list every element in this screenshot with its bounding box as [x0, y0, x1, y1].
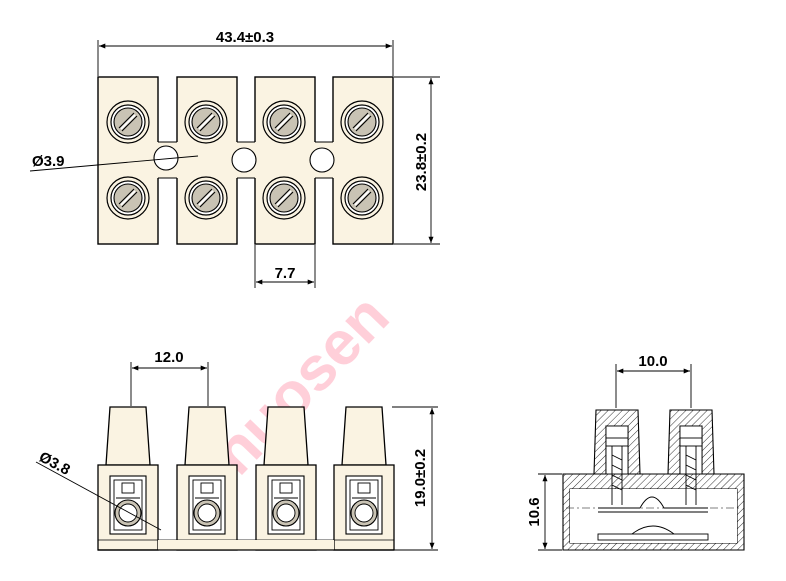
dim-hole-diameter: Ø3.9 — [32, 153, 65, 170]
screw-head-4 — [340, 100, 384, 144]
mounting-hole-2 — [231, 147, 257, 173]
screw-head-7 — [262, 176, 306, 220]
front-block-1 — [97, 406, 159, 551]
side-screw-left — [605, 437, 629, 505]
dim-wire-entry: Ø3.8 — [36, 449, 73, 479]
top-view — [97, 76, 394, 245]
dim-overall-height: 23.8±0.2 — [413, 133, 430, 191]
top-view-dimensions: 43.4±0.3 23.8±0.2 Ø3.9 7.7 — [29, 29, 440, 288]
mounting-hole-3 — [309, 147, 335, 173]
side-view — [562, 409, 745, 551]
side-clamp-spring — [631, 525, 675, 535]
front-block-group — [97, 406, 395, 551]
dim-pitch: 7.7 — [275, 265, 296, 282]
dim-front-pitch: 12.0 — [154, 349, 183, 366]
screw-head-3 — [262, 100, 306, 144]
front-block-4 — [333, 406, 395, 551]
screw-head-5 — [106, 176, 150, 220]
screw-head-8 — [340, 176, 384, 220]
side-screw-right — [679, 437, 703, 505]
dim-overall-width: 43.4±0.3 — [216, 29, 274, 46]
screw-head-2 — [184, 100, 228, 144]
front-block-2 — [176, 406, 238, 551]
dim-side-pitch: 10.0 — [638, 353, 667, 370]
dim-total-height: 19.0±0.2 — [412, 449, 429, 507]
front-view — [97, 406, 395, 551]
screw-head-1 — [106, 100, 150, 144]
front-block-3 — [255, 406, 317, 551]
dim-base-height: 10.6 — [526, 497, 543, 526]
screw-group — [106, 100, 384, 220]
screw-head-6 — [184, 176, 228, 220]
side-view-dimensions: 10.0 10.6 — [526, 353, 692, 551]
